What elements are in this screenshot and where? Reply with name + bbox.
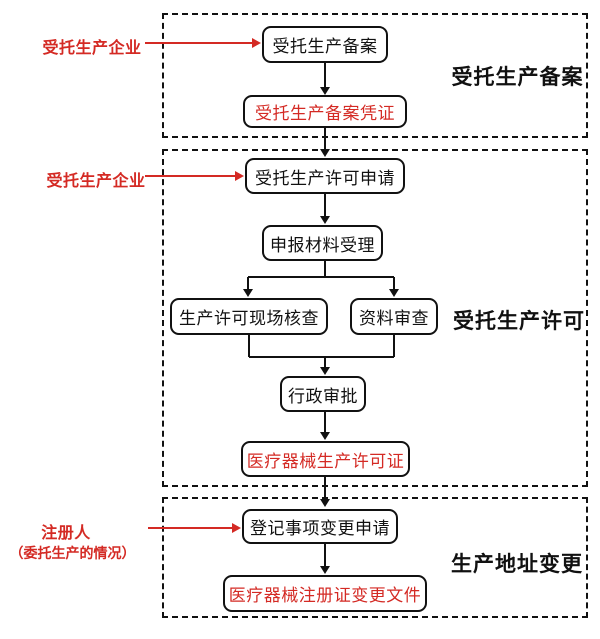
red-arrow-entrusted-to-filing	[145, 38, 261, 48]
section-address-change	[162, 497, 588, 618]
annotation-registrant: 注册人	[41, 525, 91, 542]
node-material-acceptance: 申报材料受理	[262, 225, 383, 261]
node-document-review: 资料审查	[350, 298, 438, 335]
branch-material-to-checks	[243, 261, 399, 297]
section-title-address-change: 生产地址变更	[451, 553, 583, 576]
red-arrow-registrant-to-change	[148, 523, 241, 533]
arrow-filing-apply-to-cert	[320, 63, 330, 95]
section-entrusted-license	[162, 149, 588, 487]
node-filing-application: 受托生产备案	[262, 26, 388, 63]
node-registration-change-application: 登记事项变更申请	[242, 509, 398, 544]
arrow-approval-to-license-cert	[320, 412, 330, 440]
node-registration-change-document: 医疗器械注册证变更文件	[223, 575, 427, 612]
section-title-entrusted-license: 受托生产许可	[453, 310, 585, 333]
merge-checks-to-approval	[248, 335, 395, 375]
red-arrow-entrusted-to-license	[145, 171, 244, 181]
arrow-change-apply-to-change-doc	[320, 544, 330, 574]
annotation-entrusted-production-note: （委托生产的情况）	[9, 545, 136, 561]
node-filing-certificate: 受托生产备案凭证	[243, 95, 407, 128]
arrow-filing-cert-to-license-apply	[320, 128, 330, 157]
section-entrusted-filing	[162, 13, 588, 138]
node-production-license-certificate: 医疗器械生产许可证	[241, 441, 410, 477]
annotation-entrusted-enterprise-1: 受托生产企业	[42, 40, 142, 57]
section-title-entrusted-filing: 受托生产备案	[451, 66, 584, 89]
arrow-license-apply-to-material	[320, 194, 330, 224]
node-administrative-approval: 行政审批	[280, 376, 366, 412]
annotation-entrusted-enterprise-2: 受托生产企业	[46, 173, 146, 190]
arrow-license-cert-to-change-apply	[320, 477, 330, 507]
node-license-application: 受托生产许可申请	[245, 158, 405, 194]
node-onsite-inspection: 生产许可现场核查	[170, 298, 328, 335]
